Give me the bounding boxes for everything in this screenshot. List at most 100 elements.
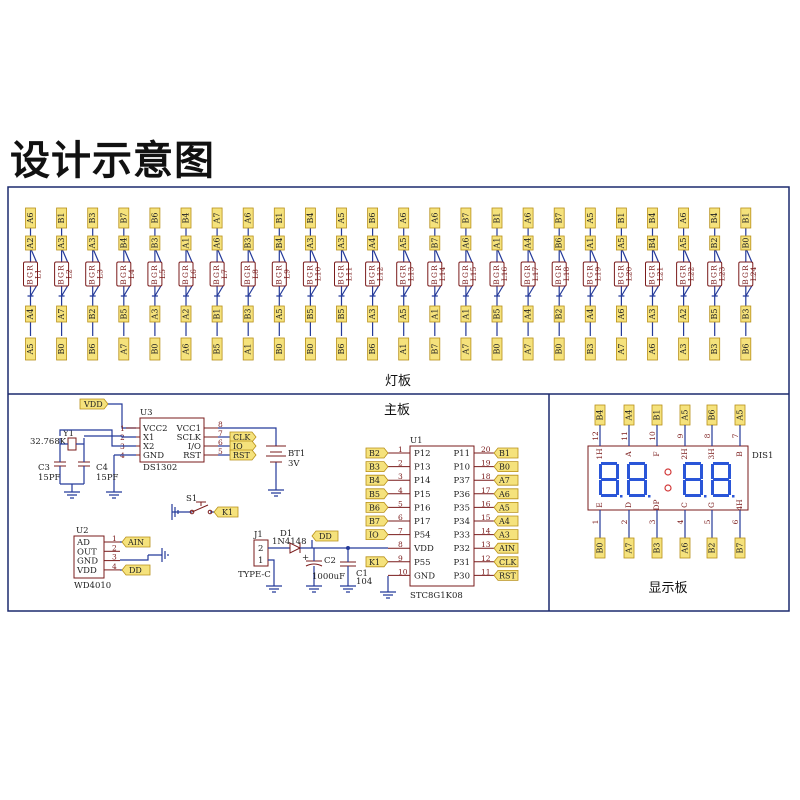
u1-pin-number: 12 [481, 554, 491, 563]
led-upper-flag-label: A4 [524, 238, 533, 250]
led-upper-flag-label: A4 [368, 238, 377, 250]
battery-wires [218, 427, 277, 490]
gnd-symbol [306, 585, 322, 593]
battery-ref: BT1 [288, 449, 305, 459]
led-bottom-flag-label: A7 [461, 344, 470, 356]
crystal-wires [59, 429, 136, 455]
segment [629, 462, 645, 465]
u1-signal-flag-label: B1 [499, 449, 510, 458]
led-pin-label: G [119, 272, 128, 278]
segment [629, 478, 645, 481]
led-bottom-flag [553, 337, 565, 361]
led-bottom-flag-label: A1 [244, 344, 253, 356]
led-top-flag-label: B1 [741, 213, 750, 224]
led-pin-label: R [461, 265, 470, 271]
led-name: L2 [65, 269, 74, 279]
led-lower-flag [678, 305, 689, 323]
u1-pin-number: 11 [481, 567, 491, 576]
led-pin-label: G [305, 272, 314, 278]
c2-value: 1000uF [312, 572, 345, 582]
c4-symbol [78, 461, 90, 467]
led-pin-label: G [181, 272, 190, 278]
led-bottom-flag-label: A3 [679, 344, 688, 356]
led-top-flag [616, 207, 627, 229]
segment [685, 478, 701, 481]
led-pin-label: B [243, 279, 252, 285]
c2-ref: C2 [324, 556, 336, 566]
led-lower-flag-label: A2 [182, 309, 191, 321]
switch-contact [189, 509, 195, 515]
display-pin-number: 2 [620, 519, 629, 524]
led-bottom-flag [242, 337, 254, 361]
led-top-flag-label: A6 [430, 213, 439, 225]
led-name: L24 [749, 267, 758, 282]
led-name: L18 [562, 267, 571, 282]
led-lower-flag [367, 305, 379, 323]
u3-part: DS1302 [143, 463, 177, 473]
led-lower-flag-label: B2 [88, 309, 97, 320]
led-pin-label: R [648, 265, 657, 271]
led-package [582, 261, 598, 287]
led-name: L4 [127, 269, 136, 279]
led-top-flag [25, 207, 36, 229]
u2-pin-name: OUT [77, 547, 97, 557]
u1-pin-number: 17 [481, 486, 491, 495]
led-top-flag-label: B4 [306, 213, 315, 224]
u1-pin-name: P33 [453, 531, 470, 541]
u1-signal-flag [493, 488, 519, 500]
led-top-flag-label: A5 [337, 213, 346, 225]
led-package [520, 261, 536, 287]
k1-flag [213, 506, 239, 518]
led-bottom-flag [367, 337, 379, 361]
led-top-flag [398, 207, 410, 229]
u2-ain-flag [121, 536, 151, 548]
u1-signal-flag [493, 542, 519, 554]
u3-signal-flag [229, 431, 257, 443]
segment [713, 478, 729, 481]
u2-pin-number: 3 [112, 553, 117, 562]
led-package [54, 261, 70, 287]
led-bottom-flag-label: B5 [213, 344, 222, 355]
decimal-point [620, 495, 623, 498]
display-pin-name: 3H [707, 448, 716, 460]
led-bottom-flag-label: B6 [88, 344, 97, 355]
led-bottom-flag-label: B0 [555, 344, 564, 355]
led-lower-flag [584, 305, 596, 323]
led-pin-label: G [399, 272, 408, 278]
led-upper-flag-label: B3 [244, 238, 253, 249]
display-pin-number: 12 [591, 431, 600, 441]
led-upper-flag-label: B4 [119, 238, 128, 249]
led-upper-flag [740, 235, 752, 251]
segment [599, 480, 602, 495]
display-top-flag-label: B6 [708, 410, 717, 421]
u3-pin-name: VCC2 [142, 424, 168, 434]
led-pin-label: R [337, 265, 346, 271]
c3-symbol [54, 461, 66, 467]
led-lower-flag-label: A1 [430, 309, 439, 321]
led-name: L11 [345, 267, 354, 282]
u3-pin-name: RST [183, 451, 201, 461]
led-pin-label: R [554, 265, 563, 271]
led-bottom-flag-label: B3 [710, 344, 719, 355]
c3-ref: C3 [38, 463, 50, 473]
display-pin-name: D [624, 502, 633, 508]
led-lower-flag-label: A3 [368, 309, 377, 321]
led-pin-label: B [337, 279, 346, 285]
led-package [178, 261, 194, 287]
u2-pin-name: GND [77, 557, 98, 567]
led-bottom-flag [336, 337, 347, 361]
u1-signal-flag-label: A3 [498, 531, 510, 540]
display-bottom-flag-label: B3 [653, 543, 662, 554]
u3-pin-name: VCC1 [175, 424, 201, 434]
led-upper-flag-label: B4 [275, 238, 284, 249]
usb-part: TYPE-C [238, 570, 271, 580]
led-lower-flag-label: A1 [461, 309, 470, 321]
led-name: L12 [376, 267, 385, 282]
led-upper-flag [709, 235, 721, 251]
u3-pin-number: 7 [218, 429, 223, 438]
vdd-flag-label: VDD [83, 400, 103, 409]
led-package [707, 261, 723, 287]
